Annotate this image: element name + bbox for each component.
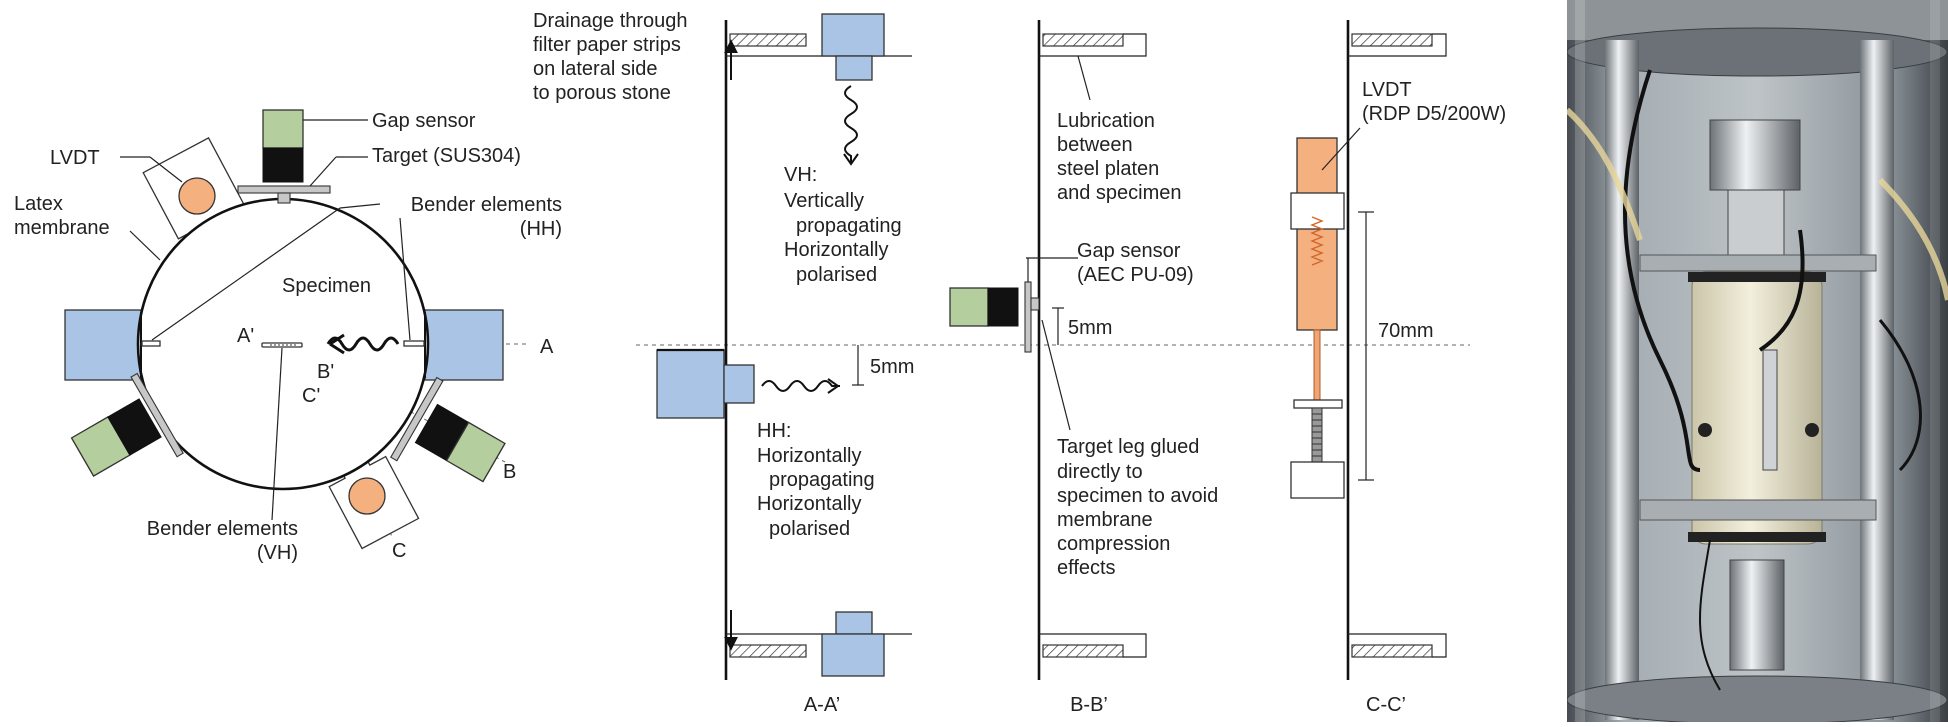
cc-lvdt-clamp-top: [1290, 192, 1345, 230]
section-aa: Drainage through filter paper strips on …: [533, 10, 914, 716]
aa-vh-3: propagating: [796, 215, 902, 237]
aa-vh-5: polarised: [796, 264, 877, 286]
bb-leg-1: Target leg glued: [1057, 436, 1199, 458]
cc-caption: C-C’: [1366, 694, 1406, 716]
gap-sensor-lower-right: [390, 376, 506, 483]
label-gap-sensor: Gap sensor: [372, 110, 476, 132]
bb-gap-sensor-body: [949, 287, 989, 327]
aa-vh-1: VH:: [784, 164, 817, 186]
lvdt-core-top: [178, 177, 216, 215]
cc-dim-70mm: 70mm: [1378, 320, 1434, 342]
aa-hh-2: Horizontally: [757, 445, 861, 467]
aa-hh-wave: [761, 380, 840, 392]
label-bender-vh-2: (VH): [257, 542, 298, 564]
label-a: A: [540, 336, 554, 358]
cc-lvdt-core: [1313, 329, 1321, 401]
label-bender-hh-1: Bender elements: [411, 194, 562, 216]
label-specimen: Specimen: [282, 275, 371, 297]
aa-vh-2: Vertically: [784, 190, 864, 212]
bb-leg-6: effects: [1057, 557, 1116, 579]
bender-hh-left: [141, 340, 161, 347]
bb-leg-2: directly to: [1057, 461, 1143, 483]
cc-lvdt-2: (RDP D5/200W): [1362, 103, 1506, 125]
aa-drain-1: Drainage through: [533, 10, 688, 32]
aa-hh-5: polarised: [769, 518, 850, 540]
aa-vh-4: Horizontally: [784, 239, 888, 261]
label-bender-vh-1: Bender elements: [147, 518, 298, 540]
bb-gap-2: (AEC PU-09): [1077, 264, 1194, 286]
cc-lvdt-clamp-bottom: [1290, 461, 1345, 499]
label-lvdt: LVDT: [50, 147, 100, 169]
bb-caption: B-B’: [1070, 694, 1108, 716]
right-platen: [424, 309, 504, 381]
hh-wave-arrow: [326, 336, 400, 352]
bb-lub-3: steel platen: [1057, 158, 1159, 180]
label-c: C: [392, 540, 406, 562]
cc-lvdt-1: LVDT: [1362, 79, 1412, 101]
bb-gap-1: Gap sensor: [1077, 240, 1181, 262]
aa-drain-4: to porous stone: [533, 82, 671, 104]
gap-sensor-lower-left: [70, 372, 184, 477]
aa-top-block: [821, 13, 885, 57]
label-b: B: [503, 461, 516, 483]
label-c-prime: C': [302, 385, 320, 407]
label-a-prime: A': [237, 325, 254, 347]
bb-lub-2: between: [1057, 134, 1133, 156]
bender-hh-right: [403, 340, 425, 347]
apparatus-photo: [1567, 0, 1948, 722]
bb-gap-sensor-head: [987, 287, 1019, 327]
aa-bottom-block: [821, 633, 885, 677]
target-plate-top: [237, 185, 331, 194]
lvdt-core-bottom: [348, 477, 386, 515]
bb-leg-4: membrane: [1057, 509, 1153, 531]
section-cc: LVDT (RDP D5/200W) 70mm C-C’: [1290, 20, 1506, 716]
section-bb: Lubrication between steel platen and spe…: [949, 20, 1218, 716]
aa-hh-1: HH:: [757, 420, 791, 442]
label-latex-2: membrane: [14, 217, 110, 239]
cc-threaded-rod: [1311, 407, 1323, 463]
gap-sensor-top-head: [262, 147, 304, 183]
aa-dim-5mm: 5mm: [870, 356, 914, 378]
label-latex-1: Latex: [14, 193, 63, 215]
aa-drain-3: on lateral side: [533, 58, 658, 80]
aa-hh-platen: [656, 349, 725, 419]
label-bender-hh-2: (HH): [520, 218, 562, 240]
aa-hh-3: propagating: [769, 469, 875, 491]
bb-lub-4: and specimen: [1057, 182, 1182, 204]
label-b-prime: B': [317, 361, 334, 383]
cc-lvdt-body: [1296, 137, 1338, 331]
bb-target: [1024, 281, 1032, 353]
bb-leg-3: specimen to avoid: [1057, 485, 1218, 507]
bb-leg-5: compression: [1057, 533, 1170, 555]
aa-caption: A-A’: [804, 694, 840, 716]
left-platen: [64, 309, 142, 381]
aa-hh-4: Horizontally: [757, 493, 861, 515]
bb-lub-1: Lubrication: [1057, 110, 1155, 132]
bb-dim-5mm: 5mm: [1068, 317, 1112, 339]
gap-sensor-top-body: [262, 109, 304, 149]
label-target: Target (SUS304): [372, 145, 521, 167]
plan-view: Gap sensor Target (SUS304) LVDT Latex me…: [14, 109, 562, 564]
aa-vh-wave: [844, 85, 858, 162]
aa-drain-2: filter paper strips: [533, 34, 681, 56]
